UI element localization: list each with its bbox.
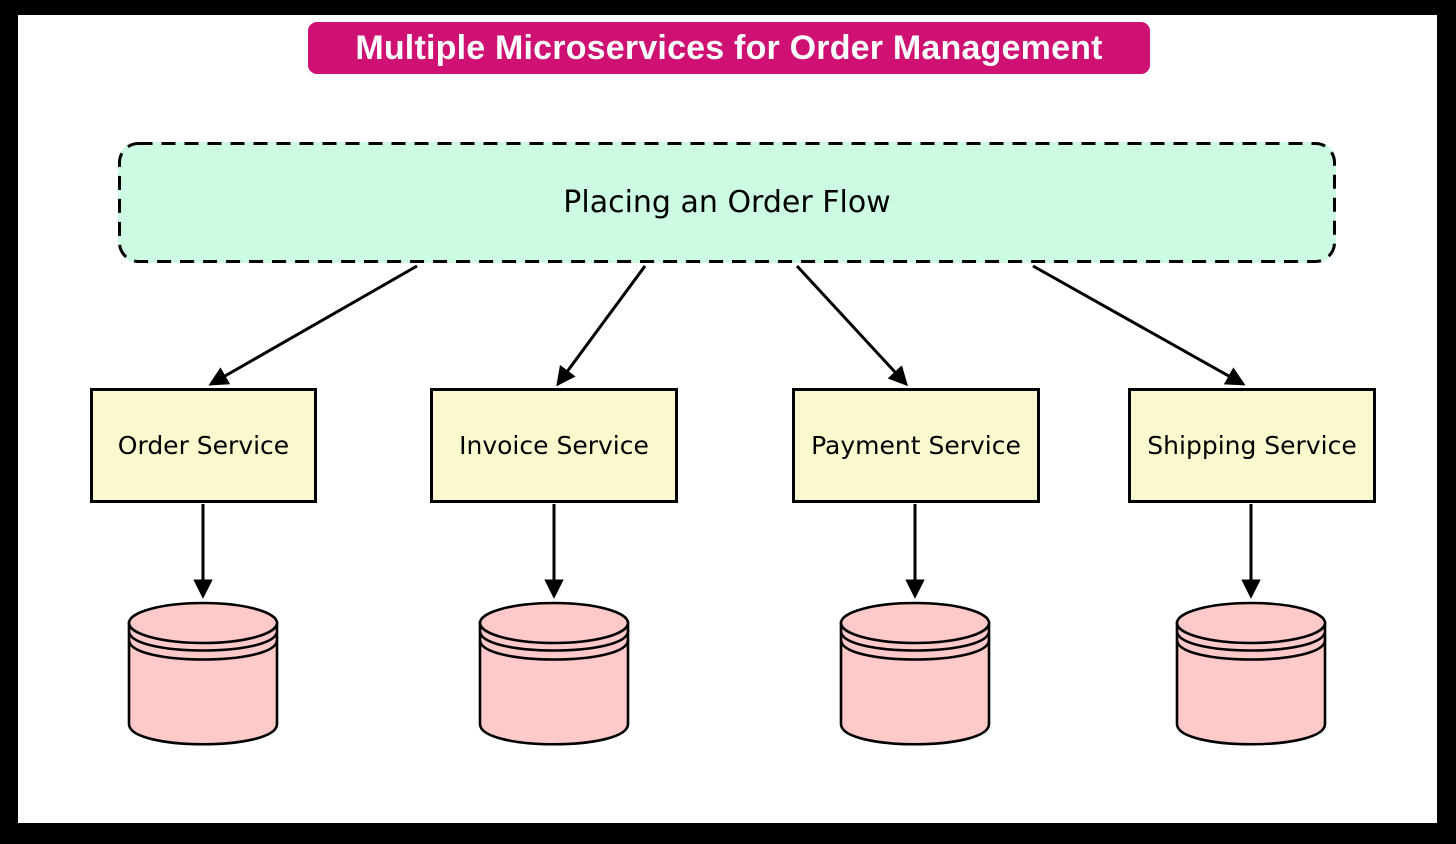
service-box-payment-label: Payment Service: [811, 431, 1021, 460]
flow-box-label: Placing an Order Flow: [563, 185, 891, 220]
database-cylinder-icon: [839, 601, 991, 746]
service-box-payment: Payment Service: [792, 388, 1040, 503]
service-box-order-label: Order Service: [117, 431, 290, 460]
service-box-invoice-label: Invoice Service: [459, 431, 649, 460]
service-box-shipping: Shipping Service: [1128, 388, 1376, 503]
database-cylinder-icon: [1175, 601, 1327, 746]
service-box-shipping-label: Shipping Service: [1147, 431, 1357, 460]
database-cylinder-icon: [127, 601, 279, 746]
database-cylinder-icon: [478, 601, 630, 746]
service-box-order: Order Service: [90, 388, 317, 503]
dashed-border: [118, 142, 1336, 263]
title-banner: Multiple Microservices for Order Managem…: [308, 22, 1150, 74]
service-box-invoice: Invoice Service: [430, 388, 678, 503]
flow-box: Placing an Order Flow: [118, 142, 1336, 263]
page-title: Multiple Microservices for Order Managem…: [355, 28, 1103, 67]
